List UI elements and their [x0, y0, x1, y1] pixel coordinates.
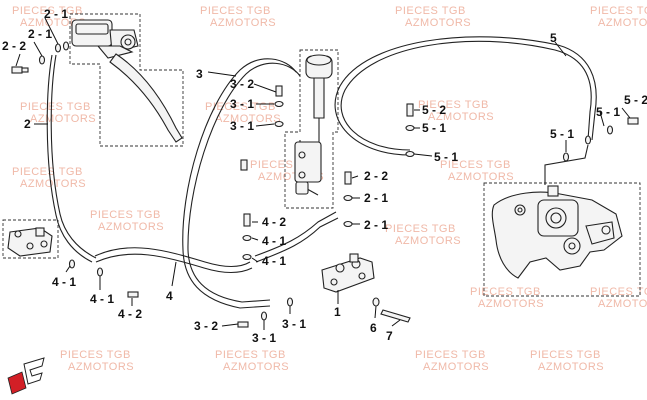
watermark-text: PIECES TGB: [215, 349, 286, 361]
watermark-text: AZMOTORS: [428, 111, 494, 123]
watermark-text: AZMOTORS: [538, 361, 604, 373]
callout-label: 2 - 1: [44, 7, 68, 21]
callout-label: 5 - 2: [422, 103, 446, 117]
leader-lines: [15, 17, 631, 330]
watermark-text: PIECES TGB: [395, 5, 466, 17]
callout-label: 4 - 2: [118, 307, 142, 321]
caliper-fasteners[interactable]: [405, 103, 639, 162]
watermark-text: AZMOTORS: [448, 171, 514, 183]
callout-label: 5 - 1: [434, 150, 458, 164]
rear-master-cylinder[interactable]: [294, 54, 333, 195]
watermark-text: PIECES TGB: [90, 209, 161, 221]
callout-label: 7: [386, 329, 393, 343]
watermark-text: PIECES TGB: [12, 166, 83, 178]
callout-label: 3 - 1: [282, 317, 306, 331]
front-master-cylinder[interactable]: [71, 19, 183, 143]
watermark-text: AZMOTORS: [98, 221, 164, 233]
banjo-bolt-front[interactable]: [11, 66, 29, 74]
callout-label: 2: [24, 117, 31, 131]
caliper-box: [483, 182, 641, 297]
watermark-text: PIECES TGB: [418, 99, 489, 111]
watermark-text: PIECES TGB: [200, 5, 271, 17]
brake-union[interactable]: [321, 253, 375, 293]
callout-label: 2 - 1: [28, 27, 52, 41]
callout-label: 3 - 2: [194, 319, 218, 333]
callout-label: 5 - 1: [596, 105, 620, 119]
watermark-text: PIECES TGB: [415, 349, 486, 361]
callout-labels: 2 - 1 2 - 1 2 - 2 2 3 3 - 2 3 - 1 3 - 1 …: [2, 7, 647, 345]
callout-label: 3 - 1: [230, 97, 254, 111]
washer-front[interactable]: [38, 41, 70, 65]
callout-label: 2 - 1: [364, 191, 388, 205]
watermark-text: AZMOTORS: [20, 178, 86, 190]
junction-bolts-mid[interactable]: [242, 171, 353, 261]
distributor-detail[interactable]: [7, 227, 53, 257]
watermark-text: AZMOTORS: [68, 361, 134, 373]
callout-label: 4 - 1: [90, 292, 114, 306]
callout-label: 5 - 1: [550, 127, 574, 141]
watermark-text: AZMOTORS: [598, 298, 647, 310]
callout-label: 3 - 1: [230, 119, 254, 133]
callout-label: 2 - 1: [364, 218, 388, 232]
callout-label: 4 - 1: [262, 234, 286, 248]
watermark-layer: PIECES TGB AZMOTORS PIECES TGB AZMOTORS …: [12, 5, 647, 373]
callout-label: 3 - 1: [252, 331, 276, 345]
washer-distributor[interactable]: [68, 259, 139, 298]
watermark-text: AZMOTORS: [478, 298, 544, 310]
watermark-text: PIECES TGB: [60, 349, 131, 361]
watermark-text: AZMOTORS: [405, 17, 471, 29]
brake-caliper[interactable]: [491, 185, 623, 279]
master-cylinder-rear-box: [284, 49, 339, 209]
callout-label: 2 - 2: [2, 39, 26, 53]
master-cylinder-front-box: [69, 13, 184, 147]
callout-label: 5 - 1: [422, 121, 446, 135]
watermark-text: PIECES TGB: [470, 286, 541, 298]
watermark-text: AZMOTORS: [598, 17, 647, 29]
watermark-text: AZMOTORS: [223, 361, 289, 373]
callout-label: 4 - 1: [52, 275, 76, 289]
watermark-text: AZMOTORS: [30, 113, 96, 125]
watermark-text: AZMOTORS: [215, 113, 281, 125]
callout-label: 3 - 2: [230, 77, 254, 91]
watermark-text: PIECES TGB: [20, 101, 91, 113]
watermark-text: AZMOTORS: [423, 361, 489, 373]
banjo-bolt-rear[interactable]: [240, 85, 284, 171]
callout-label: 4 - 2: [262, 215, 286, 229]
callout-label: 4 - 1: [262, 254, 286, 268]
watermark-text: PIECES TGB: [530, 349, 601, 361]
brand-logo-icon: [7, 357, 45, 395]
callout-label: 5: [550, 31, 557, 45]
callout-label: 1: [334, 305, 341, 319]
watermark-text: PIECES TGB: [12, 5, 83, 17]
distributor-detail-box: [2, 219, 59, 259]
watermark-text: AZMOTORS: [20, 17, 86, 29]
callout-label: 4: [166, 289, 173, 303]
watermark-text: AZMOTORS: [395, 235, 461, 247]
callout-label: 2 - 2: [364, 169, 388, 183]
callout-label: 6: [370, 321, 377, 335]
callout-label: 5 - 2: [624, 93, 647, 107]
watermark-text: PIECES TGB: [440, 159, 511, 171]
callout-label: 3: [196, 67, 203, 81]
watermark-text: PIECES TGB: [590, 286, 647, 298]
watermark-text: AZMOTORS: [210, 17, 276, 29]
watermark-text: PIECES TGB: [590, 5, 647, 17]
watermark-text: PIECES TGB: [385, 223, 456, 235]
